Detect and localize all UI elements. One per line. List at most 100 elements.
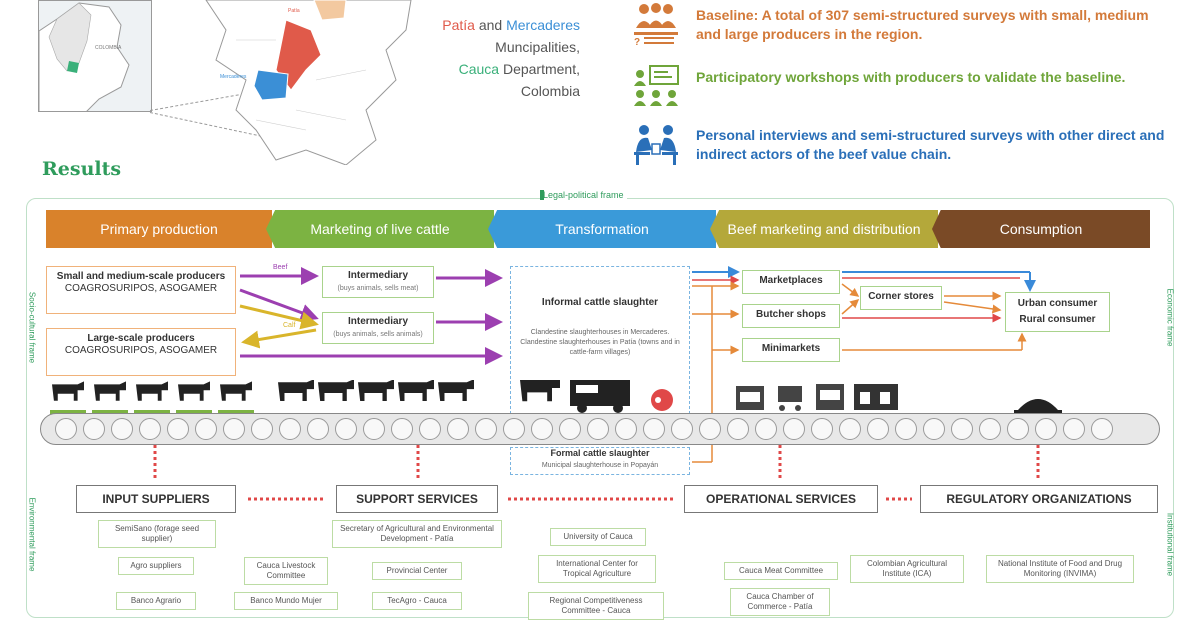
stage-beef-marketing-distribution: Beef marketing and distribution	[710, 210, 938, 248]
actor-banco-mundo-mujer: Banco Mundo Mujer	[234, 592, 338, 610]
chain-icons-row	[50, 380, 1062, 414]
and-text: and	[474, 17, 507, 33]
calf-flow-label: Calf	[283, 322, 296, 329]
department-text: Department,	[499, 61, 580, 77]
actor-tecagro: TecAgro - Cauca	[372, 592, 462, 610]
conveyor-roller	[895, 418, 917, 440]
conveyor-roller	[83, 418, 105, 440]
workshop-icon	[634, 65, 679, 106]
informal-slaughter-title: Informal cattle slaughter	[541, 297, 659, 308]
rural-consumer-label: Rural consumer	[1019, 314, 1096, 325]
method-workshops: Participatory workshops with producers t…	[630, 64, 1170, 108]
conveyor-roller	[951, 418, 973, 440]
conveyor-roller	[587, 418, 609, 440]
informal-slaughter-detail: Clandestine slaughterhouses in Mercadere…	[520, 329, 680, 356]
butcher-shops-box: Butcher shops	[742, 304, 840, 328]
formal-slaughter-detail: Municipal slaughterhouse in Popayán	[541, 462, 659, 469]
actor-agro-suppliers: Agro suppliers	[118, 557, 194, 575]
conveyor-roller	[923, 418, 945, 440]
interview-icon	[634, 125, 678, 165]
intermediary-box: Intermediary (buys animals, sells animal…	[322, 312, 434, 344]
conveyor-roller	[503, 418, 525, 440]
conveyor-roller	[671, 418, 693, 440]
results-title: Results	[42, 158, 122, 180]
conveyor-roller	[279, 418, 301, 440]
conveyor-roller	[615, 418, 637, 440]
actor-invima: National Institute of Food and Drug Moni…	[986, 555, 1134, 583]
cattle-icon	[358, 380, 394, 401]
meat-icon	[651, 389, 673, 411]
method-baseline-text: Baseline: A total of 307 semi-structured…	[696, 7, 1149, 42]
conveyor-roller	[531, 418, 553, 440]
conveyor-roller	[1007, 418, 1029, 440]
urban-consumer-label: Urban consumer	[1017, 298, 1098, 309]
small-medium-producers-title: Small and medium-scale producers	[56, 271, 226, 282]
cauca-region-map: Patía Mercaderes	[196, 0, 416, 166]
actor-cauca-livestock-committee: Cauca Livestock Committee	[244, 557, 328, 585]
cattle-icon	[520, 380, 560, 402]
input-suppliers-category: INPUT SUPPLIERS	[76, 485, 236, 513]
conveyor-roller	[1091, 418, 1113, 440]
conveyor-roller	[391, 418, 413, 440]
actor-university-cauca: University of Cauca	[550, 528, 646, 546]
conveyor-roller	[195, 418, 217, 440]
regulatory-organizations-category: REGULATORY ORGANIZATIONS	[920, 485, 1158, 513]
consumer-box: Urban consumer Rural consumer	[1005, 292, 1110, 332]
conveyor-roller	[363, 418, 385, 440]
mercaderes-text: Mercaderes	[506, 17, 580, 33]
actor-regional-competitiveness: Regional Competitiveness Committee - Cau…	[528, 592, 664, 620]
intermediary-title: Intermediary	[347, 270, 409, 281]
beef-flow-label: Beef	[273, 264, 288, 271]
cattle-icon	[50, 381, 86, 414]
map-label-mercaderes: Mercaderes	[220, 74, 247, 80]
intermediary-title: Intermediary	[347, 316, 409, 327]
conveyor-roller	[559, 418, 581, 440]
conveyor-roller	[643, 418, 665, 440]
stage-consumption: Consumption	[932, 210, 1150, 248]
conveyor-roller	[167, 418, 189, 440]
colombia-locator-map: COLOMBIA	[38, 0, 152, 112]
conveyor-roller	[139, 418, 161, 440]
stage-marketing-live-cattle: Marketing of live cattle	[266, 210, 494, 248]
marketplaces-box: Marketplaces	[742, 270, 840, 294]
value-chain-conveyor	[40, 413, 1160, 445]
actor-provincial-center: Provincial Center	[372, 562, 462, 580]
cattle-icon	[398, 380, 434, 401]
cattle-icon	[218, 381, 254, 414]
stage-primary-production: Primary production	[46, 210, 272, 248]
svg-text:COLOMBIA: COLOMBIA	[95, 45, 122, 51]
intermediary-box: Intermediary (buys animals, sells meat)	[322, 266, 434, 298]
conveyor-roller	[447, 418, 469, 440]
conveyor-roller	[55, 418, 77, 440]
legal-political-frame-label: Legal-political frame	[540, 190, 627, 200]
large-producers-title: Large-scale producers	[87, 333, 195, 344]
cart-icon	[778, 386, 802, 402]
conveyor-roller	[755, 418, 777, 440]
operational-services-category: OPERATIONAL SERVICES	[684, 485, 878, 513]
actor-ica: Colombian Agricultural Institute (ICA)	[850, 555, 964, 583]
conveyor-roller	[699, 418, 721, 440]
actor-chamber-commerce: Cauca Chamber of Commerce - Patía	[730, 588, 830, 616]
conveyor-roller	[839, 418, 861, 440]
conveyor-roller	[475, 418, 497, 440]
conveyor-roller	[251, 418, 273, 440]
conveyor-roller	[1063, 418, 1085, 440]
served-dish-icon	[1018, 399, 1058, 410]
svg-text:?: ?	[634, 37, 640, 46]
actor-secretary-agriculture: Secretary of Agricultural and Environmen…	[332, 520, 502, 548]
small-medium-producers-box: Small and medium-scale producers COAGROS…	[46, 266, 236, 314]
conveyor-roller	[783, 418, 805, 440]
intermediary-subtitle: (buys animals, sells meat)	[337, 285, 419, 292]
conveyor-roller	[111, 418, 133, 440]
support-services-category: SUPPORT SERVICES	[336, 485, 498, 513]
cauca-text: Cauca	[458, 61, 500, 77]
method-workshops-text: Participatory workshops with producers t…	[696, 69, 1126, 85]
conveyor-roller	[811, 418, 833, 440]
large-producers-orgs: COAGROSURIPOS, ASOGAMER	[64, 345, 218, 356]
cattle-icon	[278, 380, 314, 401]
conveyor-roller	[223, 418, 245, 440]
intermediary-subtitle: (buys animals, sells animals)	[333, 331, 423, 338]
conveyor-roller	[419, 418, 441, 440]
patia-text: Patía	[442, 17, 475, 33]
